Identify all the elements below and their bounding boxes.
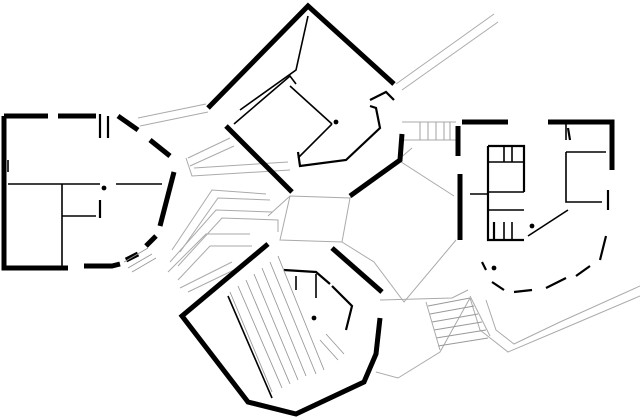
circulation-paths <box>137 13 640 379</box>
building-top <box>206 2 405 199</box>
building-bottom <box>178 242 384 417</box>
building-right <box>455 119 615 294</box>
building-left <box>1 113 177 273</box>
